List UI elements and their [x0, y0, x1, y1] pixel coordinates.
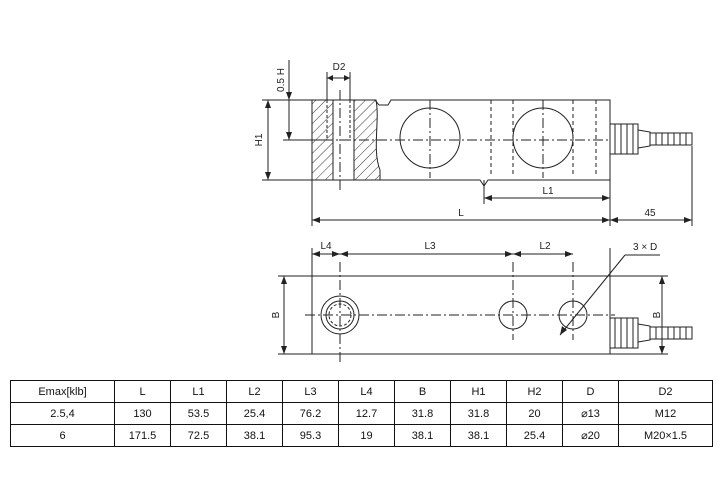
threaded-hole	[320, 295, 360, 335]
dim-label-h1: H1	[254, 133, 265, 146]
table-cell: 76.2	[282, 402, 339, 425]
side-cable-gland	[609, 123, 639, 155]
top-cable	[649, 326, 693, 340]
table-cell: 171.5	[114, 424, 171, 447]
table-cell: ⌀20	[562, 424, 619, 447]
table-cell: M12	[618, 402, 713, 425]
header-l: L	[114, 380, 171, 403]
table-cell: 2.5,4	[10, 402, 115, 425]
header-d: D	[562, 380, 619, 403]
dim-label-d2: D2	[333, 62, 346, 73]
table-cell: 38.1	[394, 424, 451, 447]
table-cell: 72.5	[170, 424, 227, 447]
table-cell: 130	[114, 402, 171, 425]
table-cell: 53.5	[170, 402, 227, 425]
table-cell: 19	[338, 424, 395, 447]
table-cell: 95.3	[282, 424, 339, 447]
table-cell: 12.7	[338, 402, 395, 425]
header-l3: L3	[282, 380, 339, 403]
side-view	[262, 60, 693, 226]
spec-header-row: Emax[klb] L L1 L2 L3 L4 B H1 H2 D D2	[10, 380, 713, 403]
dim-label-holes: 3 × D	[633, 242, 657, 253]
top-view	[278, 248, 693, 364]
dim-label-l4: L4	[320, 241, 332, 252]
table-cell: M20×1.5	[618, 424, 713, 447]
table-cell: 25.4	[506, 424, 563, 447]
table-cell: ⌀13	[562, 402, 619, 425]
dim-label-l2: L2	[539, 241, 551, 252]
dim-label-cable-length: 45	[644, 208, 656, 219]
table-row: 2.5,4 130 53.5 25.4 76.2 12.7 31.8 31.8 …	[10, 402, 713, 425]
header-l1: L1	[170, 380, 227, 403]
mounting-hole-1	[498, 300, 528, 330]
header-h1: H1	[450, 380, 507, 403]
mounting-hole-2	[558, 300, 588, 330]
side-cable	[649, 132, 693, 146]
dim-label-l: L	[458, 208, 464, 219]
table-row: 6 171.5 72.5 38.1 95.3 19 38.1 38.1 25.4…	[10, 424, 713, 447]
table-cell: 31.8	[394, 402, 451, 425]
dim-label-b-right: B	[652, 311, 663, 318]
dim-label-l3: L3	[424, 241, 436, 252]
header-d2: D2	[618, 380, 713, 403]
header-l2: L2	[226, 380, 283, 403]
dim-label-half-h: 0.5 H	[276, 68, 287, 92]
spec-table: Emax[klb] L L1 L2 L3 L4 B H1 H2 D D2 2.5…	[10, 380, 713, 447]
header-emax: Emax[klb]	[10, 380, 115, 403]
top-cable-gland	[609, 317, 639, 349]
table-cell: 20	[506, 402, 563, 425]
table-cell: 31.8	[450, 402, 507, 425]
header-b: B	[394, 380, 451, 403]
gauge-hole-1	[399, 107, 461, 169]
header-l4: L4	[338, 380, 395, 403]
dim-label-l1: L1	[542, 186, 554, 197]
load-cell-drawing: 0.5 H D2 H1 L1 L 45	[254, 60, 693, 364]
table-cell: 38.1	[450, 424, 507, 447]
table-cell: 38.1	[226, 424, 283, 447]
table-cell: 25.4	[226, 402, 283, 425]
table-cell: 6	[10, 424, 115, 447]
header-h2: H2	[506, 380, 563, 403]
dim-label-b-left: B	[271, 311, 282, 318]
